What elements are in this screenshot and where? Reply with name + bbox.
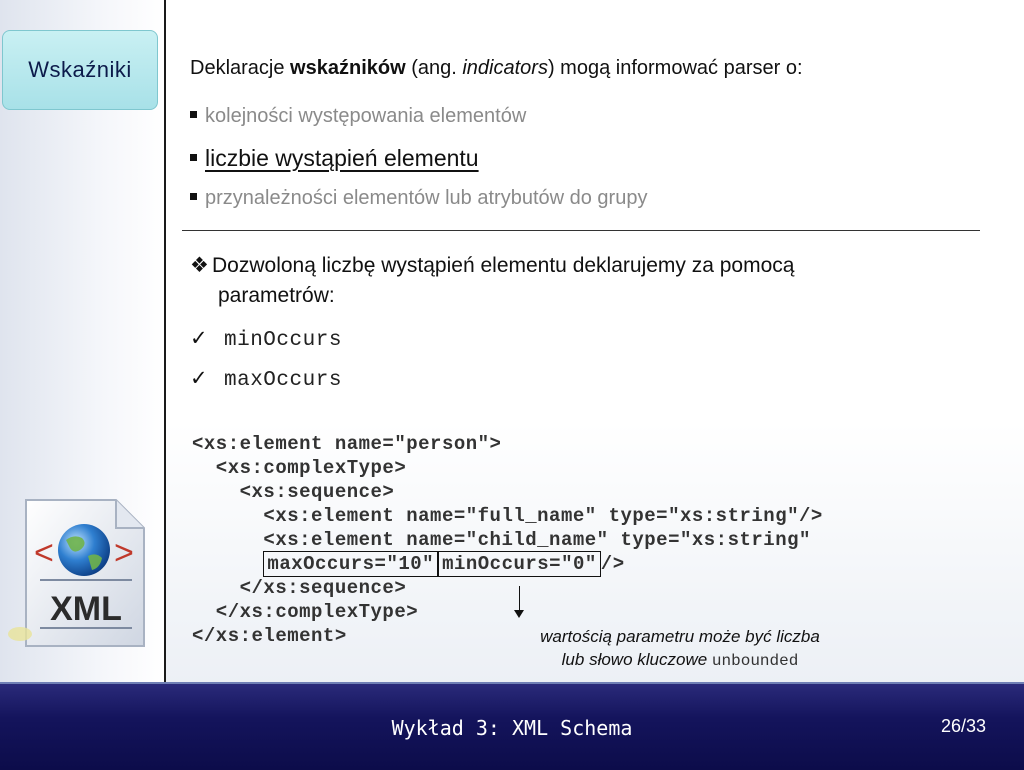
code-line: <xs:complexType> (192, 457, 407, 479)
code-example: <xs:element name="person"> <xs:complexTy… (192, 432, 823, 648)
intro-part3: ) mogą informować parser o: (547, 57, 803, 79)
code-indent (192, 553, 263, 575)
max-occurs-box: maxOccurs="10" (263, 551, 439, 577)
page-number: 26/33 (940, 716, 986, 736)
param-item: ✓ maxOccurs (190, 366, 342, 392)
annotation-arrow (519, 586, 520, 614)
footer-title: Wykład 3: XML Schema (391, 716, 633, 740)
bullet-item-active: liczbie wystąpień elementu (190, 145, 479, 172)
intro-italic: indicators (462, 57, 548, 79)
section-badge: Wskaźniki (2, 30, 158, 110)
svg-text:>: > (114, 534, 134, 572)
intro-bold: wskaźników (290, 57, 406, 79)
note-text: lub słowo kluczowe (561, 650, 712, 669)
param-name: minOccurs (224, 329, 342, 352)
param-item: ✓ minOccurs (190, 326, 342, 352)
divider (182, 230, 980, 231)
param-name: maxOccurs (224, 369, 342, 392)
note-line2: lub słowo kluczowe unbounded (500, 648, 860, 673)
statement-line1: Dozwoloną liczbę wystąpień elementu dekl… (212, 254, 795, 277)
code-line: </xs:complexType> (192, 601, 419, 623)
square-bullet-icon (190, 154, 197, 162)
sidebar-divider (164, 0, 166, 682)
code-line: </xs:element> (192, 625, 347, 647)
checkmark-icon: ✓ (190, 367, 208, 390)
bullet-text: liczbie wystąpień elementu (205, 145, 479, 171)
square-bullet-icon (190, 111, 197, 119)
checkmark-icon: ✓ (190, 327, 208, 350)
code-line-end: /> (600, 553, 625, 575)
xml-globe-document-icon: < > XML (8, 499, 145, 647)
code-line: <xs:element name="person"> (192, 433, 502, 455)
arrow-down-icon (514, 610, 524, 618)
svg-text:<: < (34, 534, 54, 572)
note-line1: wartością parametru może być liczba (540, 627, 820, 646)
code-line: <xs:sequence> (192, 481, 395, 503)
statement-line2: parametrów: (218, 284, 335, 307)
statement: ❖Dozwoloną liczbę wystąpień elementu dek… (190, 251, 950, 311)
code-line: <xs:element name="full_name" type="xs:st… (192, 505, 823, 527)
intro-part1: Deklaracje (190, 57, 291, 79)
intro-part2: (ang. (405, 57, 463, 79)
section-label: Wskaźniki (28, 57, 132, 82)
code-line: </xs:sequence> (192, 577, 407, 599)
intro-text: Deklaracje wskaźników (ang. indicators) … (190, 57, 803, 80)
annotation-note: wartością parametru może być liczba lub … (500, 625, 860, 673)
note-keyword: unbounded (711, 652, 799, 670)
bullet-text: kolejności występowania elementów (205, 105, 527, 127)
bullet-item: kolejności występowania elementów (190, 105, 526, 128)
square-bullet-icon (190, 193, 197, 201)
min-occurs-box: minOccurs="0" (438, 551, 601, 577)
code-line: maxOccurs="10"minOccurs="0"/> (192, 551, 823, 577)
bullet-text: przynależności elementów lub atrybutów d… (205, 187, 648, 209)
diamond-star-icon: ❖ (190, 254, 209, 277)
bullet-item: przynależności elementów lub atrybutów d… (190, 187, 647, 210)
footer-bar: Wykład 3: XML Schema 26/33 (0, 682, 1024, 770)
logo-text: XML (50, 590, 122, 628)
code-line: <xs:element name="child_name" type="xs:s… (192, 529, 811, 551)
